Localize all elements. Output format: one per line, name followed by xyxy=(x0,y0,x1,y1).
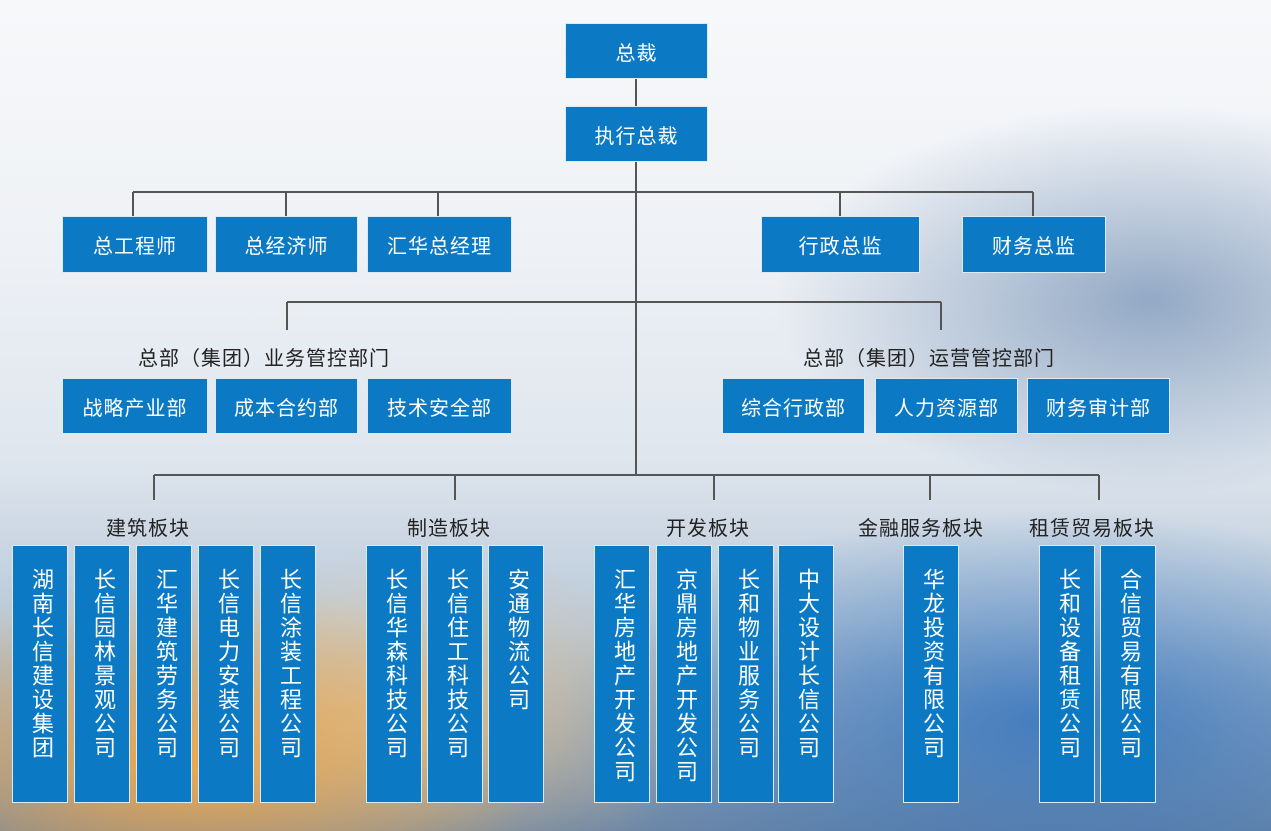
company-box[interactable]: 长信电力安装公司 xyxy=(198,545,254,803)
operations-dept-title: 总部（集团）运营管控部门 xyxy=(803,342,1055,371)
admin-director-label: 行政总监 xyxy=(799,230,883,259)
chief-economist-label: 总经济师 xyxy=(245,230,329,259)
company-label: 长信华森科技公司 xyxy=(383,568,405,760)
company-box[interactable]: 长和物业服务公司 xyxy=(718,545,774,803)
company-box[interactable]: 长信华森科技公司 xyxy=(366,545,422,803)
company-label: 汇华建筑劳务公司 xyxy=(153,568,175,760)
huihua-gm-label: 汇华总经理 xyxy=(387,230,492,259)
dept-admin-box[interactable]: 综合行政部 xyxy=(722,378,865,434)
dept-cost-label: 成本合约部 xyxy=(234,392,339,421)
company-box[interactable]: 长和设备租赁公司 xyxy=(1039,545,1095,803)
dept-strategy-label: 战略产业部 xyxy=(83,392,188,421)
company-label: 长和物业服务公司 xyxy=(735,568,757,760)
chief-engineer-box[interactable]: 总工程师 xyxy=(62,216,208,273)
company-label: 京鼎房地产开发公司 xyxy=(673,568,695,784)
dept-tech-box[interactable]: 技术安全部 xyxy=(367,378,512,434)
company-box[interactable]: 华龙投资有限公司 xyxy=(903,545,959,803)
company-label: 长和设备租赁公司 xyxy=(1056,568,1078,760)
company-label: 湖南长信建设集团 xyxy=(29,568,51,760)
company-box[interactable]: 安通物流公司 xyxy=(488,545,544,803)
dept-strategy-box[interactable]: 战略产业部 xyxy=(62,378,208,434)
company-label: 中大设计长信公司 xyxy=(795,568,817,760)
company-box[interactable]: 汇华房地产开发公司 xyxy=(594,545,650,803)
business-dept-title: 总部（集团）业务管控部门 xyxy=(138,342,390,371)
company-label: 汇华房地产开发公司 xyxy=(611,568,633,784)
chief-engineer-label: 总工程师 xyxy=(93,230,177,259)
exec-ceo-label: 执行总裁 xyxy=(595,120,679,149)
admin-director-box[interactable]: 行政总监 xyxy=(761,216,920,273)
dept-hr-box[interactable]: 人力资源部 xyxy=(875,378,1018,434)
company-box[interactable]: 中大设计长信公司 xyxy=(778,545,834,803)
huihua-gm-box[interactable]: 汇华总经理 xyxy=(367,216,512,273)
company-label: 长信住工科技公司 xyxy=(444,568,466,760)
company-box[interactable]: 长信园林景观公司 xyxy=(74,545,130,803)
segment-development-title: 开发板块 xyxy=(666,512,750,541)
company-label: 长信涂装工程公司 xyxy=(277,568,299,760)
company-label: 长信电力安装公司 xyxy=(215,568,237,760)
company-box[interactable]: 长信涂装工程公司 xyxy=(260,545,316,803)
company-label: 华龙投资有限公司 xyxy=(920,568,942,760)
company-box[interactable]: 汇华建筑劳务公司 xyxy=(136,545,192,803)
finance-director-box[interactable]: 财务总监 xyxy=(962,216,1106,273)
company-box[interactable]: 长信住工科技公司 xyxy=(427,545,483,803)
segment-finance-title: 金融服务板块 xyxy=(858,512,984,541)
finance-director-label: 财务总监 xyxy=(992,230,1076,259)
dept-admin-label: 综合行政部 xyxy=(741,392,846,421)
exec-ceo-box[interactable]: 执行总裁 xyxy=(565,106,708,162)
company-label: 合信贸易有限公司 xyxy=(1117,568,1139,760)
segment-manufacturing-title: 制造板块 xyxy=(407,512,491,541)
ceo-label: 总裁 xyxy=(616,37,658,66)
dept-tech-label: 技术安全部 xyxy=(387,392,492,421)
company-label: 长信园林景观公司 xyxy=(91,568,113,760)
segment-leasing-title: 租赁贸易板块 xyxy=(1029,512,1155,541)
company-label: 安通物流公司 xyxy=(505,568,527,712)
ceo-box[interactable]: 总裁 xyxy=(565,23,708,79)
dept-audit-label: 财务审计部 xyxy=(1046,392,1151,421)
dept-audit-box[interactable]: 财务审计部 xyxy=(1027,378,1170,434)
dept-hr-label: 人力资源部 xyxy=(894,392,999,421)
segment-construction-title: 建筑板块 xyxy=(106,512,190,541)
company-box[interactable]: 合信贸易有限公司 xyxy=(1100,545,1156,803)
dept-cost-box[interactable]: 成本合约部 xyxy=(215,378,358,434)
chief-economist-box[interactable]: 总经济师 xyxy=(215,216,358,273)
company-box[interactable]: 京鼎房地产开发公司 xyxy=(656,545,712,803)
company-box[interactable]: 湖南长信建设集团 xyxy=(12,545,68,803)
